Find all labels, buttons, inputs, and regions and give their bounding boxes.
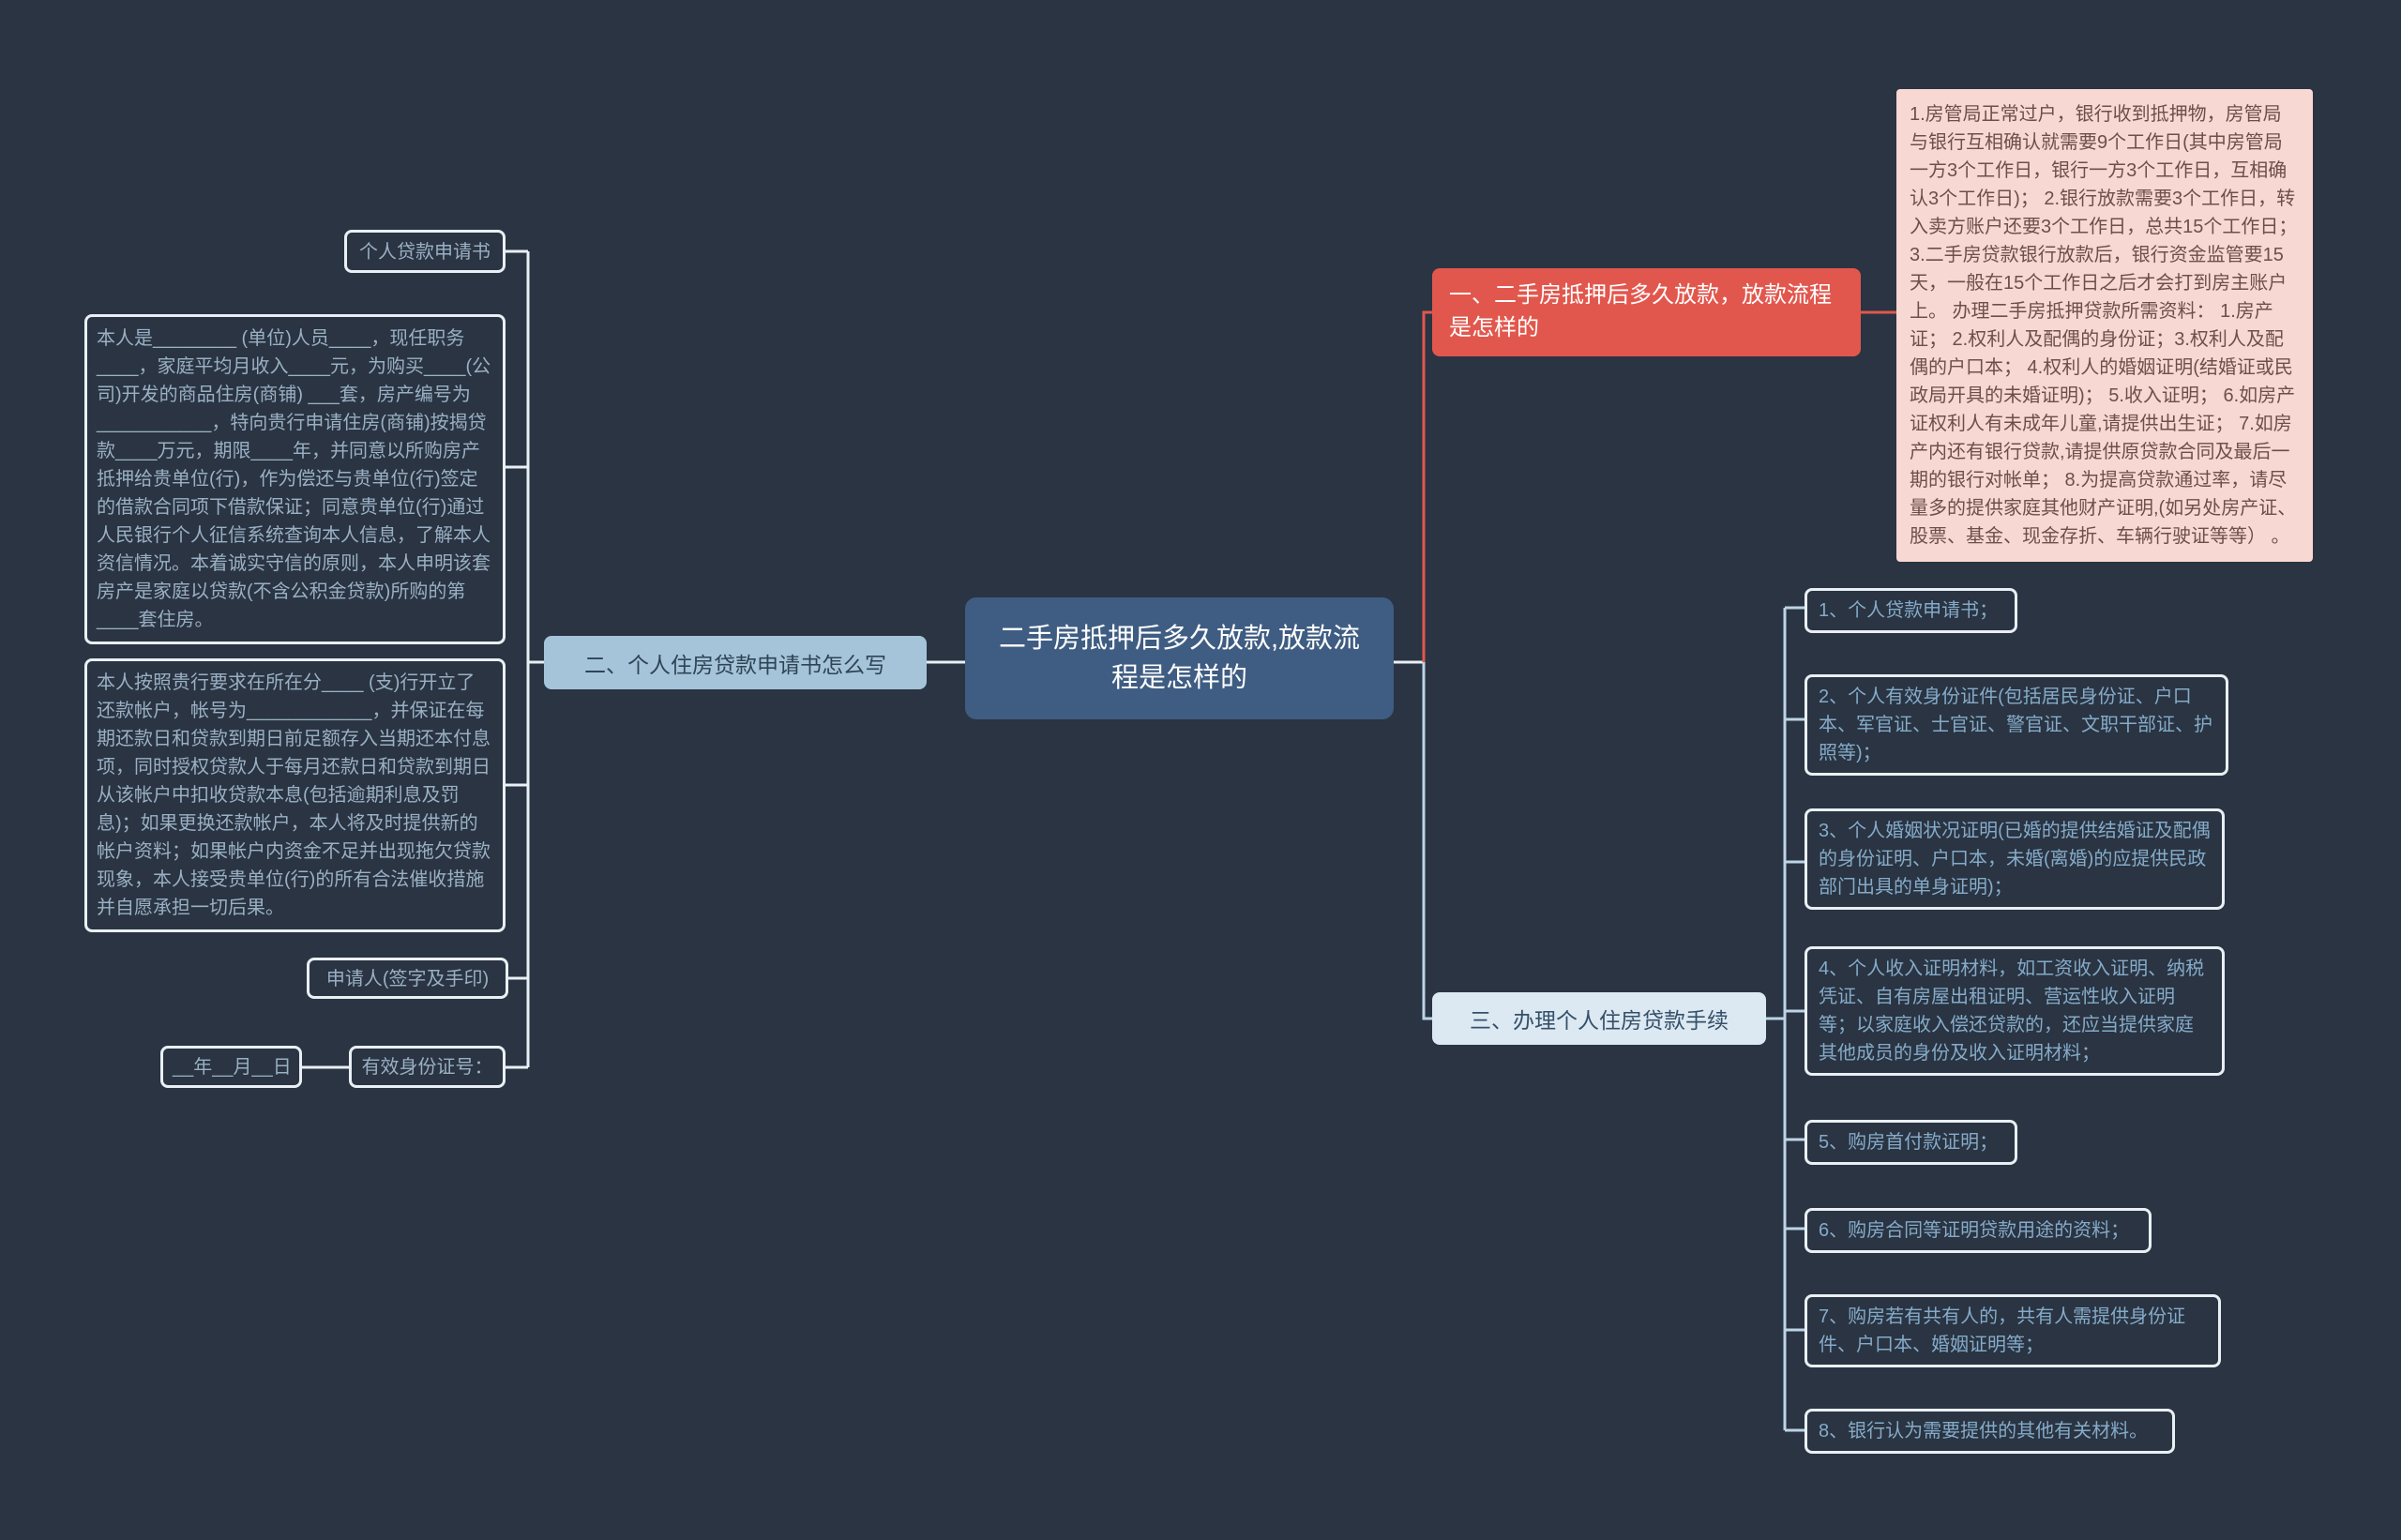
branch-application-node[interactable]: 二、个人住房贷款申请书怎么写: [544, 636, 927, 689]
application-paragraph1-node[interactable]: 本人是________ (单位)人员____，现任职务____，家庭平均月收入_…: [84, 314, 506, 644]
application-idnumber-text: 有效身份证号：: [361, 1057, 493, 1078]
application-date-node[interactable]: __年__月__日: [160, 1046, 302, 1088]
procedure-item-6[interactable]: 6、购房合同等证明贷款用途的资料；: [1805, 1208, 2152, 1253]
procedure-item-4[interactable]: 4、个人收入证明材料，如工资收入证明、纳税凭证、自有房屋出租证明、营运性收入证明…: [1805, 946, 2225, 1076]
application-signature-text: 申请人(签字及手印): [325, 969, 490, 989]
procedure-item-8-text: 8、银行认为需要提供的其他有关材料。: [1819, 1421, 2149, 1442]
procedure-item-2[interactable]: 2、个人有效身份证件(包括居民身份证、户口本、军官证、士官证、警官证、文职干部证…: [1805, 674, 2228, 776]
procedure-item-1[interactable]: 1、个人贷款申请书；: [1805, 588, 2017, 633]
central-topic-node[interactable]: 二手房抵押后多久放款,放款流程是怎样的: [965, 597, 1394, 719]
branch-loan-time-node[interactable]: 一、二手房抵押后多久放款，放款流程是怎样的: [1432, 268, 1861, 356]
application-title-node[interactable]: 个人贷款申请书: [344, 230, 506, 273]
procedure-item-7[interactable]: 7、购房若有共有人的，共有人需提供身份证件、户口本、婚姻证明等；: [1805, 1294, 2221, 1367]
branch-application-label: 二、个人住房贷款申请书怎么写: [584, 652, 886, 677]
application-paragraph2-node[interactable]: 本人按照贵行要求在所在分____ (支)行开立了还款帐户，帐号为________…: [84, 658, 506, 932]
procedure-item-5-text: 5、购房首付款证明；: [1819, 1132, 1999, 1153]
branch-procedure-label: 三、办理个人住房贷款手续: [1470, 1008, 1729, 1033]
application-date-text: __年__月__日: [173, 1057, 292, 1078]
procedure-item-3[interactable]: 3、个人婚姻状况证明(已婚的提供结婚证及配偶的身份证明、户口本，未婚(离婚)的应…: [1805, 808, 2225, 910]
loan-time-detail-node[interactable]: 1.房管局正常过户，银行收到抵押物，房管局与银行互相确认就需要9个工作日(其中房…: [1896, 89, 2313, 562]
branch-loan-time-label: 一、二手房抵押后多久放款，放款流程是怎样的: [1449, 282, 1832, 340]
application-idnumber-node[interactable]: 有效身份证号：: [349, 1046, 506, 1088]
procedure-item-4-text: 4、个人收入证明材料，如工资收入证明、纳税凭证、自有房屋出租证明、营运性收入证明…: [1819, 959, 2205, 1064]
procedure-item-3-text: 3、个人婚姻状况证明(已婚的提供结婚证及配偶的身份证明、户口本，未婚(离婚)的应…: [1819, 821, 2211, 898]
procedure-item-6-text: 6、购房合同等证明贷款用途的资料；: [1819, 1220, 2130, 1241]
procedure-item-8[interactable]: 8、银行认为需要提供的其他有关材料。: [1805, 1409, 2175, 1454]
procedure-item-7-text: 7、购房若有共有人的，共有人需提供身份证件、户口本、婚姻证明等；: [1819, 1306, 2186, 1355]
application-signature-node[interactable]: 申请人(签字及手印): [307, 958, 508, 999]
application-paragraph1-text: 本人是________ (单位)人员____，现任职务____，家庭平均月收入_…: [97, 328, 491, 630]
procedure-item-5[interactable]: 5、购房首付款证明；: [1805, 1120, 2017, 1165]
loan-time-detail-text: 1.房管局正常过户，银行收到抵押物，房管局与银行互相确认就需要9个工作日(其中房…: [1910, 104, 2298, 547]
procedure-item-2-text: 2、个人有效身份证件(包括居民身份证、户口本、军官证、士官证、警官证、文职干部证…: [1819, 687, 2212, 763]
application-paragraph2-text: 本人按照贵行要求在所在分____ (支)行开立了还款帐户，帐号为________…: [97, 672, 491, 918]
branch-procedure-node[interactable]: 三、办理个人住房贷款手续: [1432, 992, 1766, 1045]
central-topic-label: 二手房抵押后多久放款,放款流程是怎样的: [998, 623, 1361, 693]
procedure-item-1-text: 1、个人贷款申请书；: [1819, 600, 1999, 621]
application-title-text: 个人贷款申请书: [359, 242, 491, 263]
